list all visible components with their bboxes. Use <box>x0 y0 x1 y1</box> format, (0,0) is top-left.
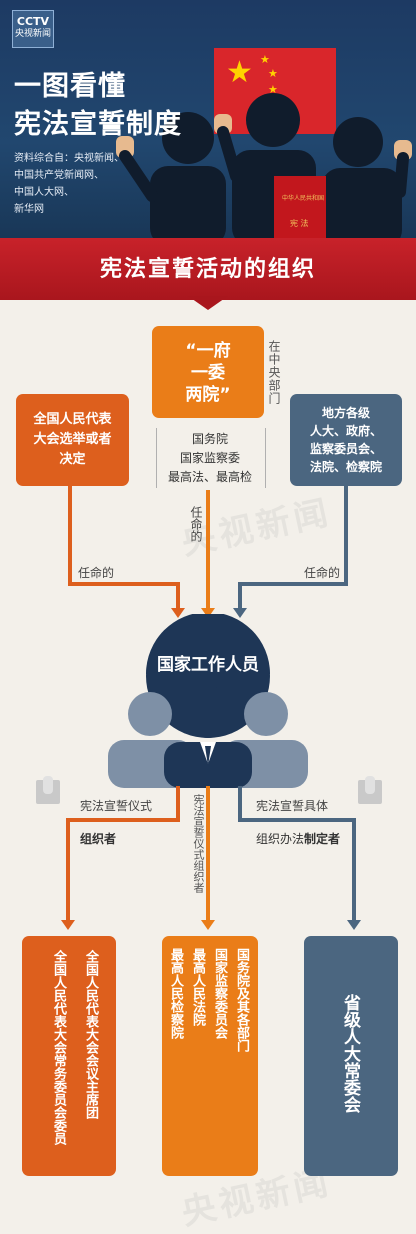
sub-line: 国家监察委 <box>179 451 240 465</box>
oath-takers-illustration: 中华人民共和国 宪 法 <box>116 93 412 238</box>
connector-bottom-right <box>352 818 356 922</box>
bottom-right-text: 省级人大常委会 <box>340 994 360 1113</box>
bottom-left-col: 全国人民代表大会常务委员会委员 <box>51 950 66 1145</box>
bottom-center-col: 国务院及其各部门 <box>234 948 249 1052</box>
connector-bottom-left <box>66 818 70 922</box>
bottom-left-box: 全国人民代表大会会议主席团 全国人民代表大会常务委员会委员 <box>22 936 116 1176</box>
banner-pointer <box>188 296 228 310</box>
book-title-text: 中华人民共和国 <box>282 194 324 202</box>
appoint-right-label: 任命的 <box>304 566 341 580</box>
bottom-right-box: 省级人大常委会 <box>304 936 398 1176</box>
oath-hand-icon <box>358 776 382 804</box>
arrow-down-icon <box>171 608 185 618</box>
top-center-line: 两院” <box>185 385 231 405</box>
top-center-line: “一府 <box>185 341 231 361</box>
logo-bottom-text: 央视新闻 <box>14 29 51 39</box>
arrow-down-icon <box>233 608 247 618</box>
central-department-label: 在中央部门 <box>267 340 281 405</box>
connector-right <box>344 486 348 584</box>
connector-bottom-left <box>66 818 180 822</box>
top-center-sub: 国务院 国家监察委 最高法、最高检 <box>150 430 270 487</box>
state-staff-illustration <box>108 614 308 788</box>
source-line: 中国共产党新闻网、 <box>14 170 104 181</box>
left-label-2: 组织者 <box>80 832 117 846</box>
sub-line: 最高法、最高检 <box>167 470 252 484</box>
section-title: 宪法宣誓活动的组织 <box>99 257 316 282</box>
connector-right <box>238 582 242 610</box>
connector-left <box>68 486 72 584</box>
top-center-box: “一府 一委 两院” <box>152 326 264 418</box>
connector-left <box>68 582 180 586</box>
book-label-text: 宪 法 <box>290 218 309 228</box>
top-left-line: 全国人民代表 <box>33 412 112 427</box>
arrow-down-icon <box>61 920 75 930</box>
appoint-left-label: 任命的 <box>78 566 115 580</box>
cctv-logo: CCTV 央视新闻 <box>12 10 54 48</box>
appoint-center-label: 任命的 <box>189 506 203 542</box>
top-right-line: 人大、政府、 <box>309 424 382 438</box>
connector-right <box>238 582 348 586</box>
top-left-line: 决定 <box>59 452 86 467</box>
left-label-1: 宪法宣誓仪式 <box>80 799 153 813</box>
arrow-down-icon <box>201 920 215 930</box>
header-banner: ★ ★ ★ ★ ★ 中华人民共和国 宪 法 CCTV 央视新闻 <box>0 0 416 238</box>
bottom-center-col: 最高人民法院 <box>190 948 205 1026</box>
bottom-center-col: 国家监察委员会 <box>212 948 227 1039</box>
logo-top-text: CCTV <box>16 15 50 28</box>
bottom-center-box: 国务院及其各部门 国家监察委员会 最高人民法院 最高人民检察院 <box>162 936 258 1176</box>
right-label-1: 宪法宣誓具体 <box>256 799 329 813</box>
title-line-2: 宪法宣誓制度 <box>14 109 182 140</box>
oath-hand-icon <box>36 776 60 804</box>
arrow-down-icon <box>201 608 215 618</box>
connector-center <box>206 490 210 610</box>
source-line: 中国人大网、 <box>14 187 74 198</box>
connector-bottom-left <box>176 786 180 820</box>
source-line: 资料综合自：央视新闻、 <box>14 153 124 164</box>
right-label-2: 组织办法制定者 <box>256 830 340 847</box>
sub-line: 国务院 <box>191 432 228 446</box>
top-right-line: 监察委员会、 <box>309 442 382 456</box>
bottom-left-col: 全国人民代表大会会议主席团 <box>83 950 98 1119</box>
title-line-1: 一图看懂 <box>14 71 126 102</box>
source-line: 新华网 <box>14 204 44 215</box>
arrow-down-icon <box>347 920 361 930</box>
top-right-line: 法院、检察院 <box>309 460 382 474</box>
connector-left <box>176 582 180 610</box>
connector-bottom-right <box>238 818 356 822</box>
center-vertical-label: 宪法宣誓仪式组织者 <box>192 794 205 893</box>
top-right-box: 地方各级 人大、政府、 监察委员会、 法院、检察院 <box>290 394 402 486</box>
top-center-line: 一委 <box>191 363 225 383</box>
top-left-box: 全国人民代表 大会选举或者 决定 <box>16 394 129 486</box>
connector-bottom-center <box>206 786 210 922</box>
top-right-line: 地方各级 <box>321 406 370 420</box>
section-banner <box>0 238 416 300</box>
sources-text: 资料综合自：央视新闻、 中国共产党新闻网、 中国人大网、 新华网 <box>14 150 154 218</box>
right-label-2a: 组织办法 <box>256 832 305 846</box>
bottom-center-col: 最高人民检察院 <box>168 948 183 1039</box>
sub-bracket <box>156 428 266 488</box>
right-label-2b: 制定者 <box>304 832 341 846</box>
top-left-line: 大会选举或者 <box>33 432 112 447</box>
state-staff-title: 国家工作人员 <box>157 655 259 675</box>
connector-bottom-right <box>238 786 242 822</box>
